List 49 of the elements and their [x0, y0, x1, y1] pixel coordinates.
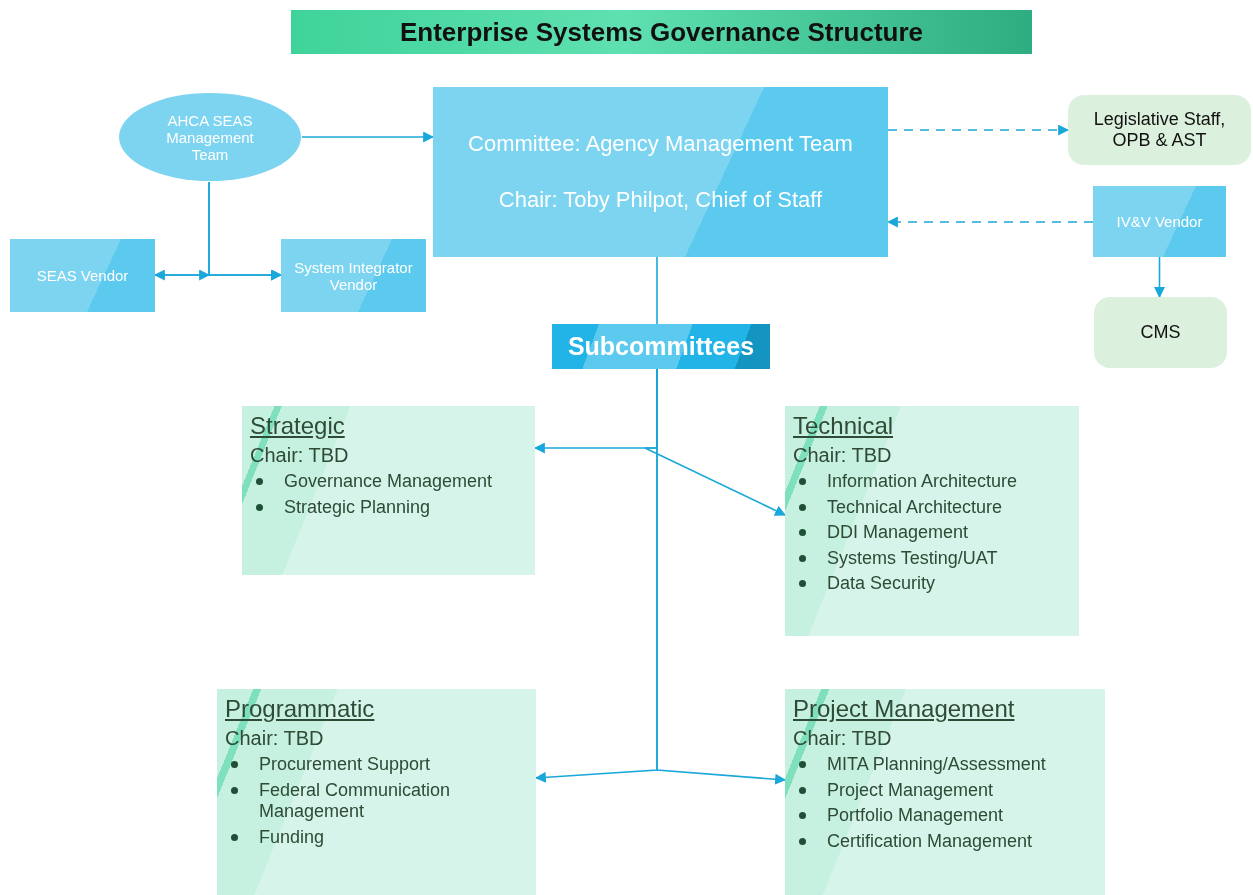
arrow: [301, 131, 435, 143]
chair-text: Chair: TBD: [793, 444, 893, 467]
node-label: Subcommittees: [567, 332, 755, 361]
subcommittee-heading: Strategic: [250, 412, 345, 440]
chair-text: Chair: TBD: [793, 727, 893, 750]
bullet-item: DDI Management: [793, 522, 1071, 544]
bullet-item: Portfolio Management: [793, 805, 1097, 827]
dashed-arrow: [886, 216, 1094, 228]
bullet-item: Technical Architecture: [793, 496, 1071, 519]
chair-text: Chair: TBD: [250, 444, 350, 467]
bullet-item: Governance Management: [250, 471, 527, 493]
bullet-item: MITA Planning/Assessment: [793, 754, 1097, 776]
bullet-item: Systems Testing/UAT: [793, 547, 1071, 570]
node-label: SEAS Vendor: [36, 267, 129, 284]
chair-text: Chair: TBD: [225, 727, 325, 750]
subcommittee-card: [217, 689, 536, 895]
node-label: IV&V Vendor: [1116, 213, 1203, 230]
subcommittee-card: [785, 689, 1105, 895]
node-label: Committee: Agency Management Team: [468, 131, 853, 157]
bullet-item: Project Management: [793, 779, 1097, 802]
stakeholder-box: [1068, 95, 1251, 165]
vendor-box: [281, 239, 426, 312]
vendor-box: [1093, 186, 1226, 257]
diagram-title: Enterprise Systems Governance Structure: [291, 10, 1032, 54]
committee-box: [433, 87, 888, 257]
subcommittee-heading: Programmatic: [225, 695, 375, 723]
node-label: AHCA SEAS Management Team: [165, 111, 255, 163]
node-label: CMS: [1140, 322, 1181, 343]
dashed-arrow: [887, 124, 1070, 136]
section-header: [552, 324, 770, 369]
node-label: Legislative Staff, OPB & AST: [1092, 109, 1227, 151]
subcommittee-heading: Technical: [793, 412, 894, 440]
node-label: Chair: Toby Philpot, Chief of Staff: [498, 187, 823, 213]
stakeholder-box: [1094, 297, 1227, 368]
node-label: System Integrator Vendor: [293, 258, 414, 293]
connector-line: [656, 256, 658, 325]
subcommittee-heading: Project Management: [793, 695, 1015, 723]
bullet-item: Federal Communication Management: [225, 779, 528, 823]
bullet-item: Procurement Support: [225, 754, 528, 776]
bullet-item: Strategic Planning: [250, 496, 527, 519]
bullet-item: Funding: [225, 826, 528, 849]
arrow: [154, 270, 282, 281]
vendor-box: [10, 239, 155, 312]
arrow: [1154, 256, 1165, 299]
bullet-item: Data Security: [793, 573, 1071, 595]
subcommittee-card: [242, 406, 535, 575]
subcommittee-card: [785, 406, 1079, 636]
bullet-item: Information Architecture: [793, 471, 1071, 493]
bullet-item: Certification Management: [793, 830, 1097, 853]
